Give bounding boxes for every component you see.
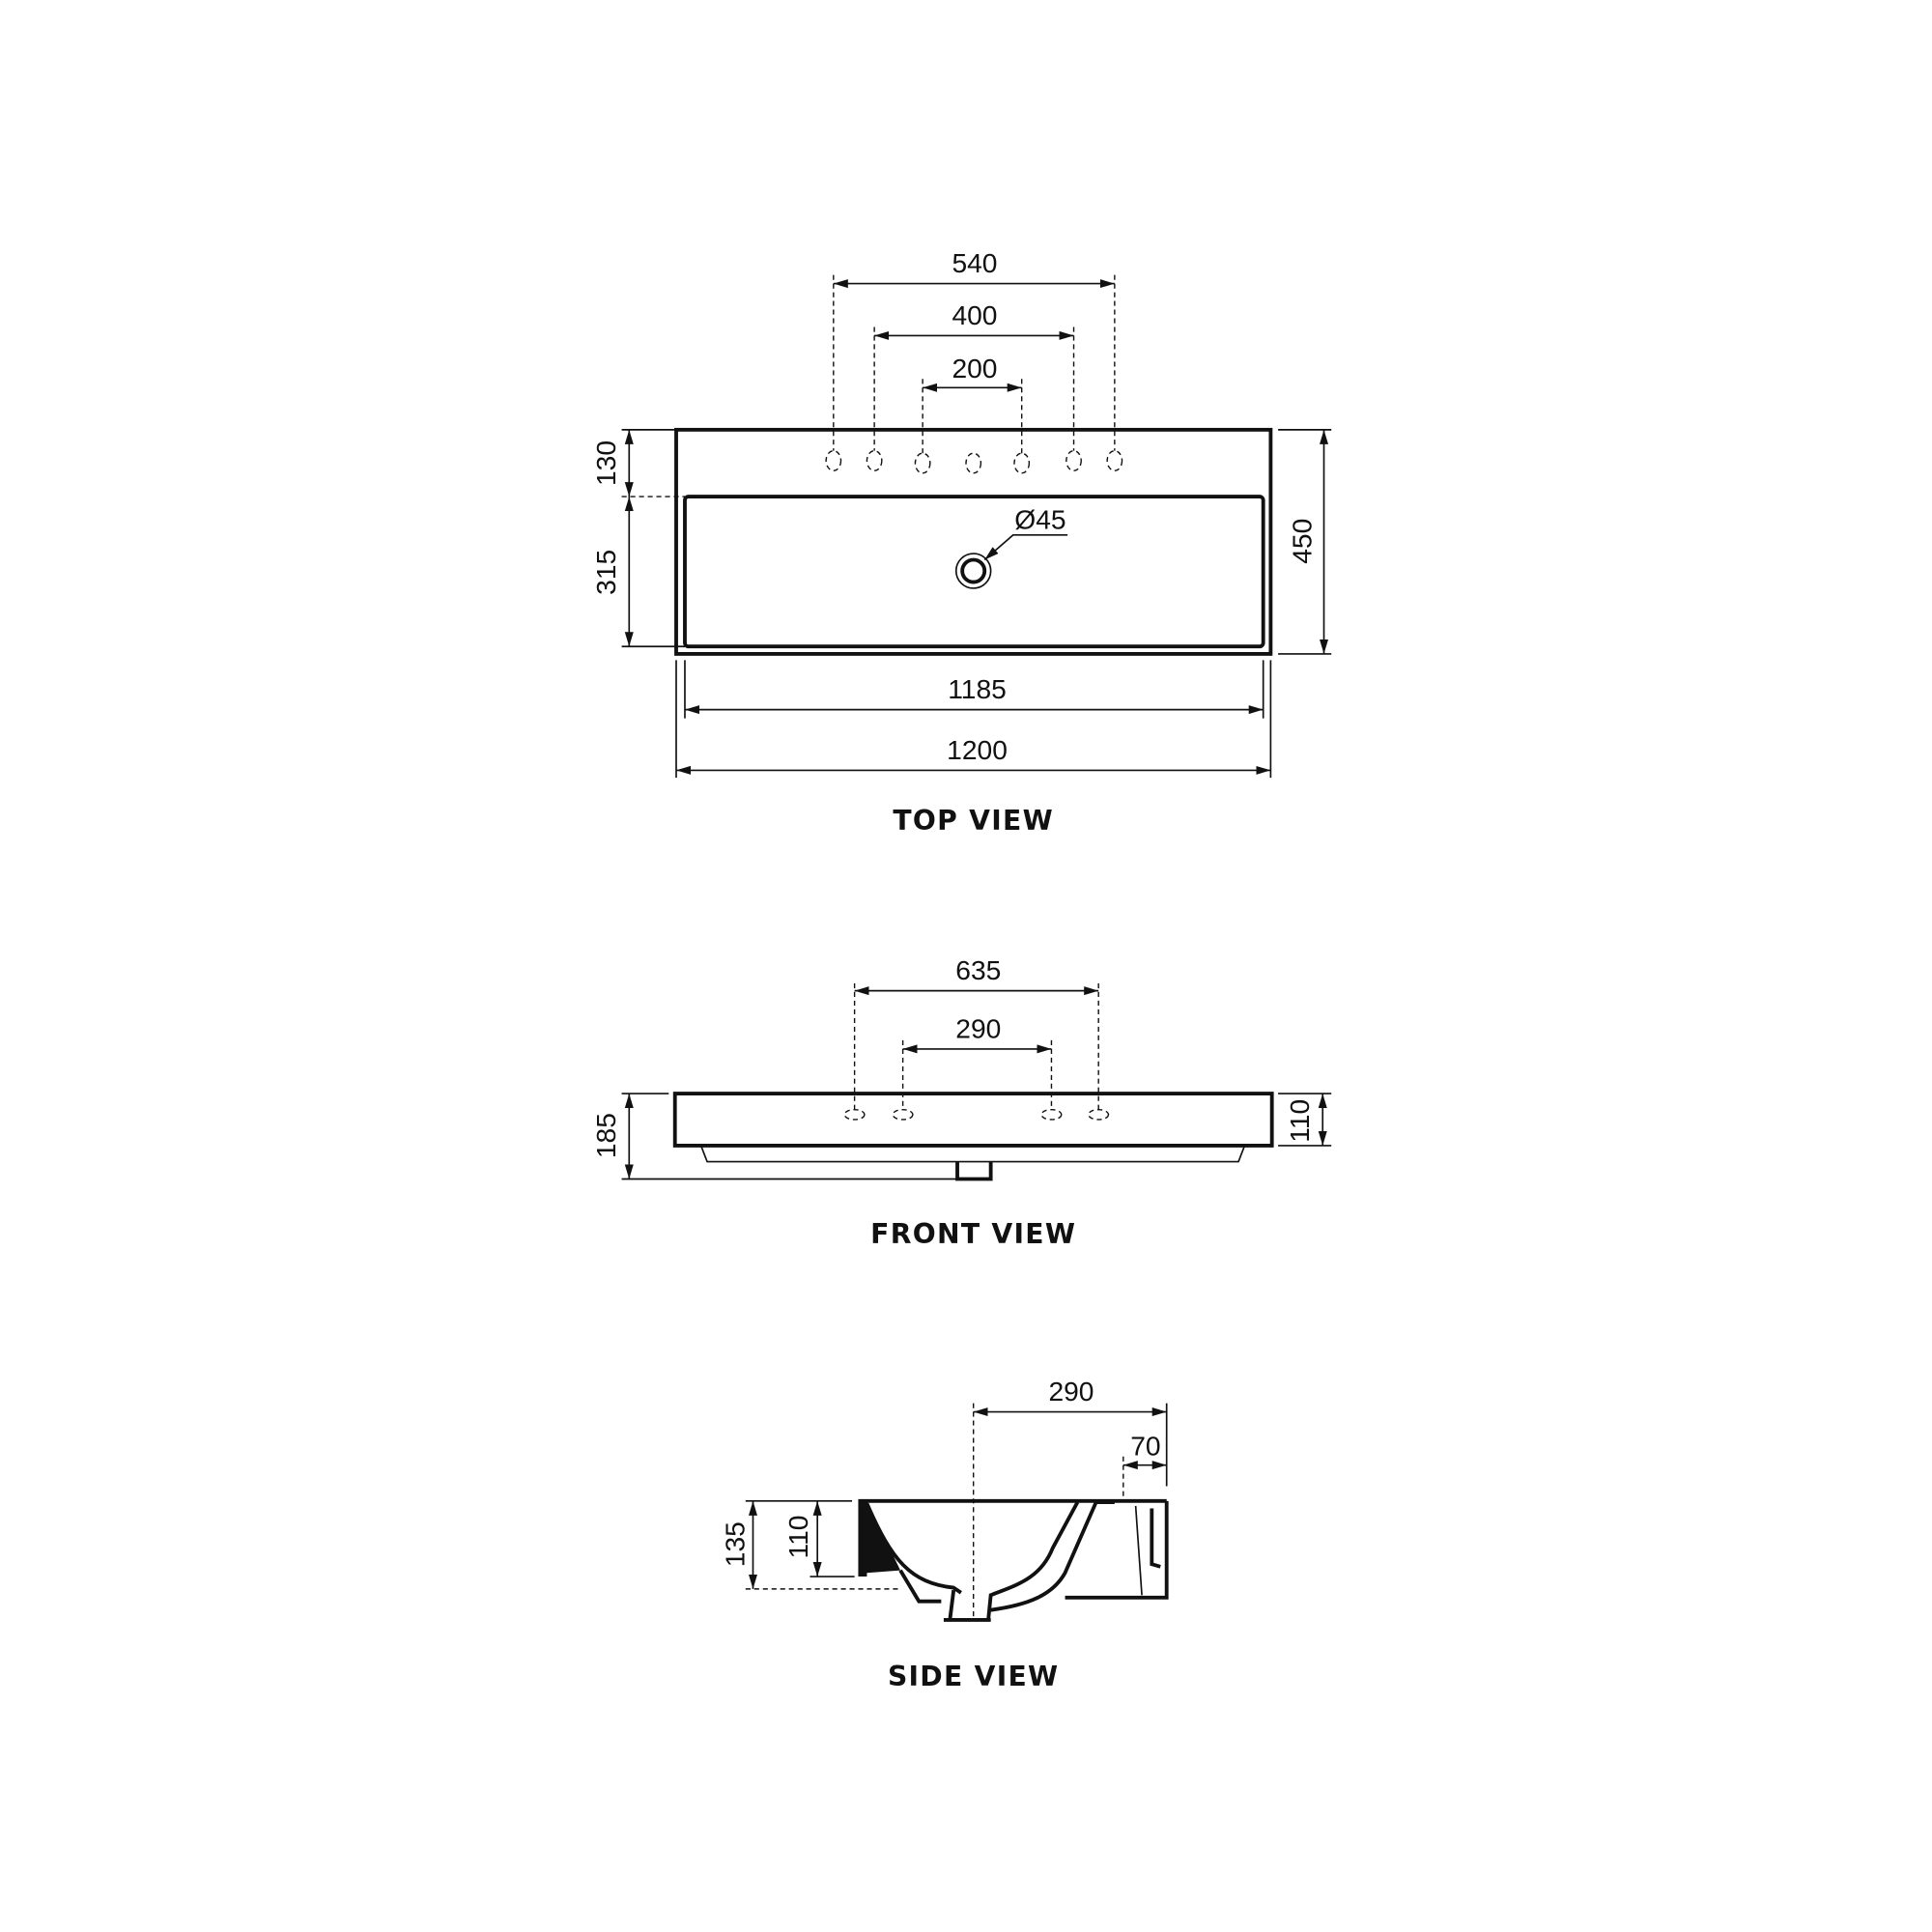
- side-view: 290 70 135 110 SIDE VIEW: [720, 1376, 1169, 1692]
- front-view: 635 290 185 110 FRONT VIEW: [590, 954, 1332, 1250]
- drain-leader: [983, 534, 1068, 561]
- front-drain: [955, 1161, 993, 1181]
- basin-outline: [674, 427, 1273, 656]
- dim-200: 200: [952, 353, 997, 384]
- dim-400: 400: [952, 299, 997, 330]
- drain-diameter-label: Ø45: [1014, 503, 1065, 534]
- drain: [954, 553, 992, 589]
- dim-290-side: 290: [1048, 1376, 1094, 1406]
- tap-hole: [825, 449, 842, 471]
- top-view: Ø45 540 400 200 130 315 450 1185 1200 TO…: [590, 247, 1332, 837]
- tap-hole: [965, 452, 982, 474]
- bowl-curve-front: [865, 1502, 962, 1595]
- bowl-outline: [683, 495, 1265, 649]
- tap-hole: [914, 452, 931, 474]
- dim-290-front: 290: [955, 1012, 1001, 1043]
- dim-1185: 1185: [948, 673, 1007, 704]
- dim-315: 315: [590, 550, 621, 595]
- tap-hole: [1013, 452, 1031, 474]
- front-foot: [699, 1145, 1246, 1163]
- side-front-wall: [858, 1500, 901, 1577]
- tap-hole: [866, 449, 883, 471]
- tap-hole: [1106, 449, 1123, 471]
- side-view-title: SIDE VIEW: [888, 1661, 1059, 1692]
- dim-540: 540: [952, 247, 997, 278]
- dim-635: 635: [955, 954, 1001, 985]
- bowl-curve-back: [948, 1501, 1080, 1621]
- dim-1200: 1200: [947, 734, 1008, 765]
- dim-135: 135: [720, 1521, 751, 1567]
- tap-hole: [1065, 449, 1082, 471]
- dim-110-front: 110: [1284, 1099, 1315, 1143]
- dim-110-side: 110: [782, 1516, 813, 1559]
- front-body: [672, 1092, 1274, 1148]
- side-back-wall: [1065, 1500, 1169, 1600]
- dim-185: 185: [590, 1113, 621, 1158]
- top-view-title: TOP VIEW: [893, 805, 1054, 837]
- dim-450: 450: [1287, 519, 1318, 564]
- front-tap-holes: [843, 1109, 1110, 1121]
- tap-holes: [825, 449, 1123, 474]
- front-view-title: FRONT VIEW: [870, 1218, 1076, 1250]
- dim-130: 130: [590, 440, 621, 486]
- dim-70: 70: [1130, 1430, 1160, 1461]
